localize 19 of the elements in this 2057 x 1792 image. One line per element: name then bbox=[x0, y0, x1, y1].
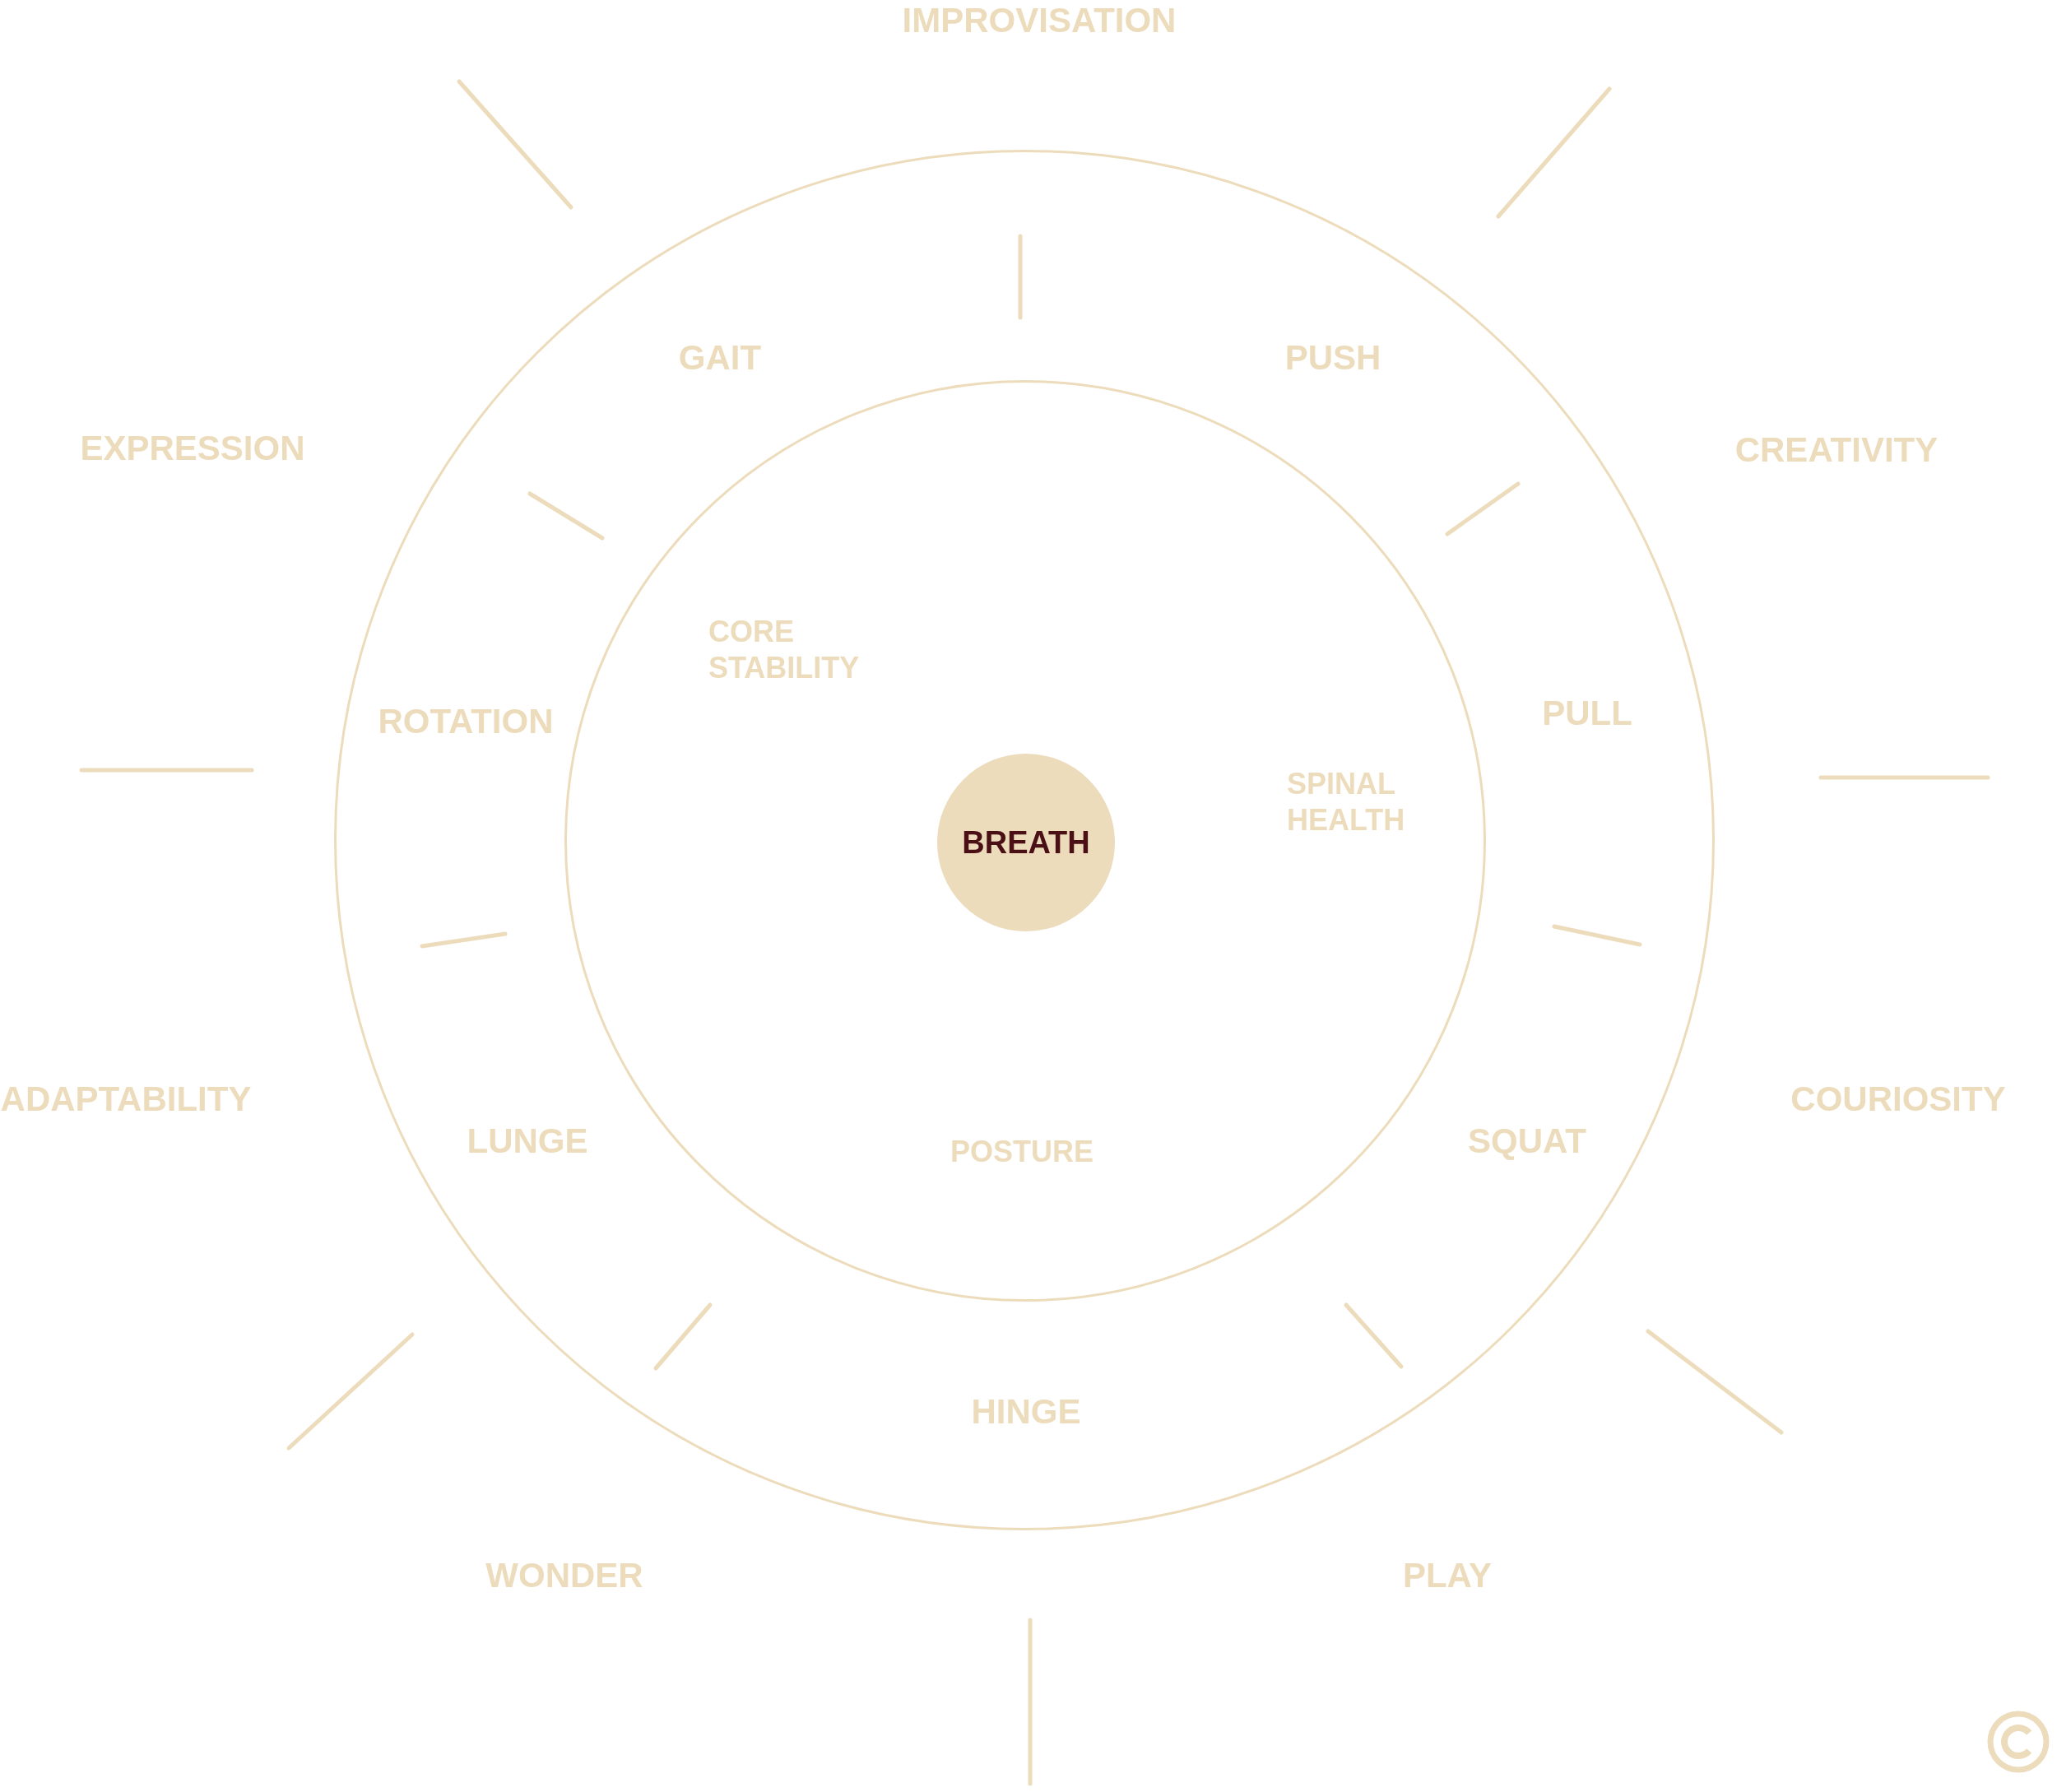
outer-label: CREATIVITY bbox=[1734, 433, 1939, 467]
ring-label: GAIT bbox=[678, 341, 762, 375]
inner-label: CORE STABILITY bbox=[708, 614, 860, 686]
ring-label: PULL bbox=[1542, 696, 1632, 731]
ring-label: SQUAT bbox=[1468, 1124, 1586, 1158]
outer-label: COURIOSITY bbox=[1790, 1082, 2006, 1117]
inner-label: POSTURE bbox=[950, 1137, 1094, 1167]
outer-label: ADAPTABILITY bbox=[0, 1082, 252, 1117]
center-label: BREATH bbox=[962, 827, 1090, 858]
ring-label: HINGE bbox=[971, 1395, 1081, 1429]
outer-label: WONDER bbox=[485, 1558, 643, 1593]
outer-label: PLAY bbox=[1402, 1558, 1493, 1593]
ring-label: PUSH bbox=[1284, 341, 1381, 375]
outer-label: EXPRESSION bbox=[80, 431, 305, 466]
ring-label: LUNGE bbox=[467, 1124, 588, 1158]
outer-label: IMPROVISATION bbox=[902, 3, 1177, 38]
outer-circle bbox=[334, 150, 1715, 1530]
ring-label: ROTATION bbox=[378, 704, 554, 739]
inner-label: SPINAL HEALTH bbox=[1287, 766, 1405, 838]
